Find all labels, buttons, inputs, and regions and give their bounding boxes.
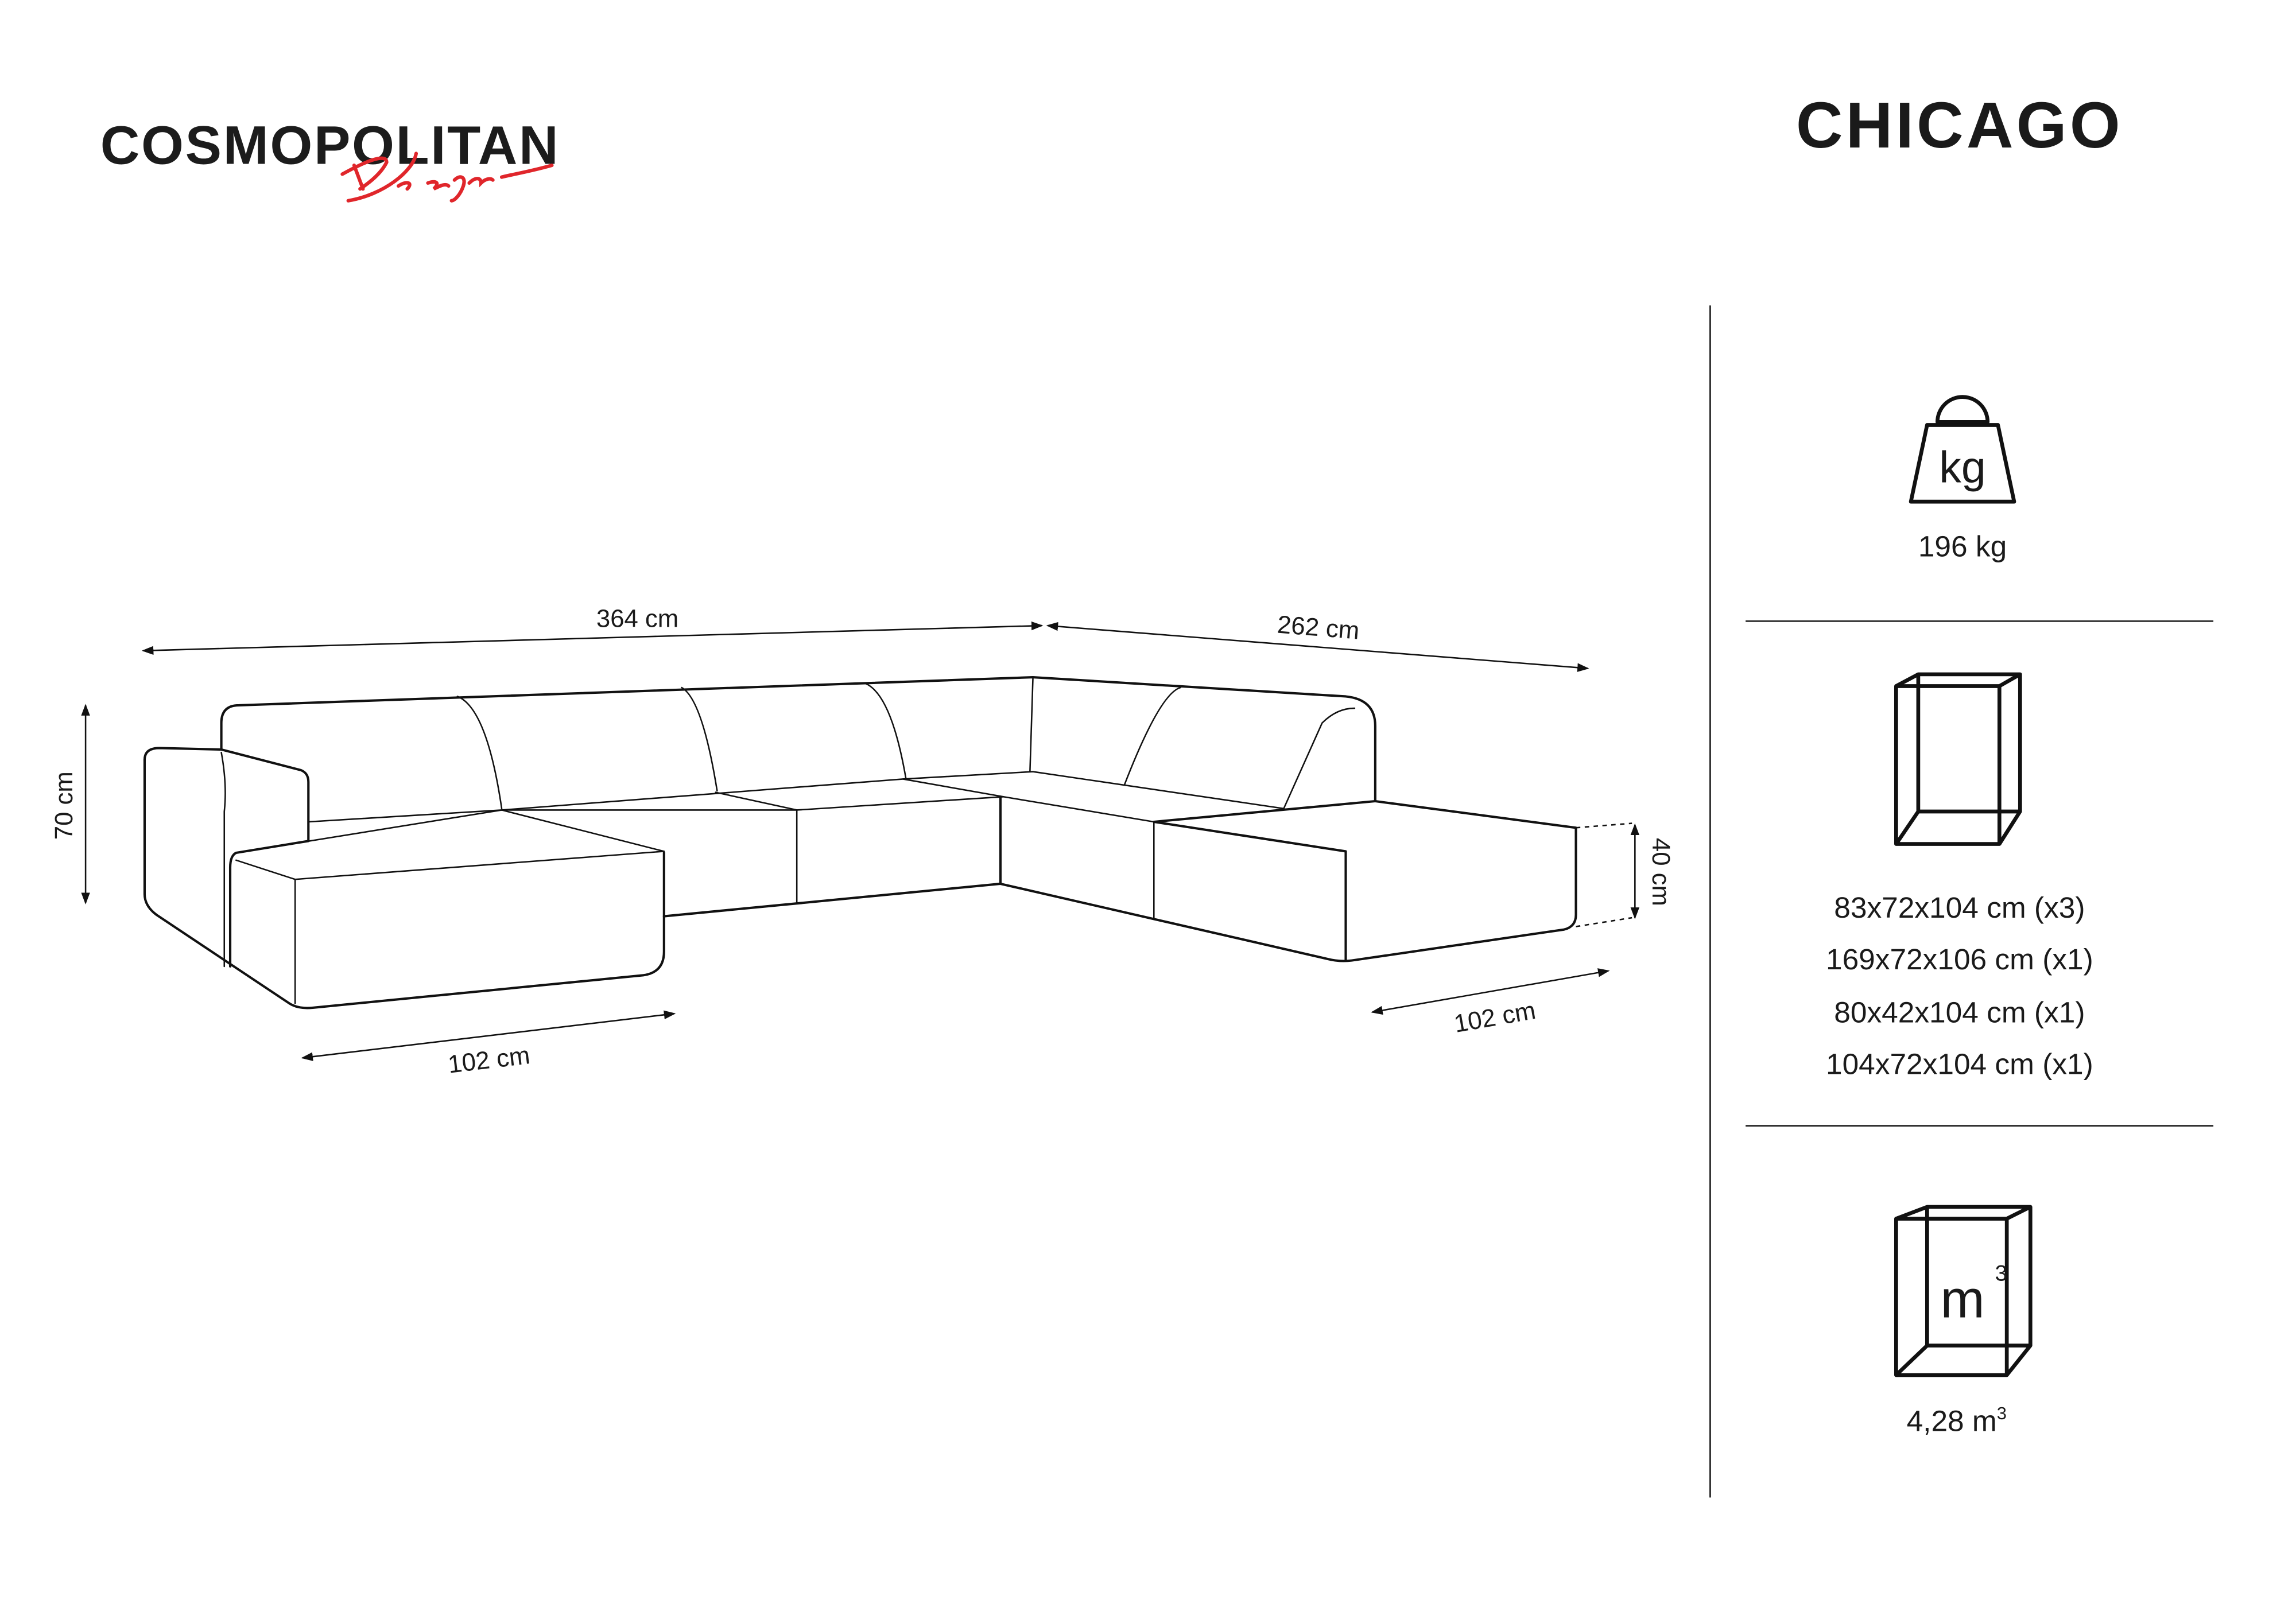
brand-script-signature [340,152,554,203]
sofa-line-drawing [143,676,1632,1009]
dim-102-left: 102 cm [447,1041,532,1079]
package-box-icon [1894,672,2022,846]
product-title: CHICAGO [1796,89,2123,161]
brand-name: COSMOPOLITAN [100,115,560,176]
dim-70: 70 cm [50,771,78,840]
svg-text:m: m [1940,1269,1984,1329]
module-dimensions-list: 83x72x104 cm (x3) 169x72x106 cm (x1) 80x… [1826,891,2093,1080]
module-dimension: 169x72x106 cm (x1) [1826,942,2093,976]
brand-logo: COSMOPOLITAN [100,115,560,203]
volume-value: 4,28 m3 [1907,1403,2007,1438]
svg-text:3: 3 [1995,1261,2007,1286]
dim-102-right: 102 cm [1452,996,1538,1038]
dimension-annotations: 364 cm 262 cm 70 cm 40 cm 102 cm 102 cm [50,605,1675,1079]
weight-icon: kg [1909,395,2016,504]
svg-text:kg: kg [1939,443,1985,492]
spec-panel: kg 196 kg 83x72x104 cm (x3) 169x72x106 c… [1709,305,2214,1498]
volume-cube-icon: m 3 [1894,1205,2033,1377]
module-dimension: 83x72x104 cm (x3) [1834,891,2085,924]
dim-364: 364 cm [596,605,678,633]
weight-value: 196 kg [1918,529,2007,562]
module-dimension: 80x42x104 cm (x1) [1834,996,2085,1029]
dim-262: 262 cm [1276,611,1360,645]
dim-40: 40 cm [1647,838,1675,906]
module-dimension: 104x72x104 cm (x1) [1826,1047,2093,1081]
